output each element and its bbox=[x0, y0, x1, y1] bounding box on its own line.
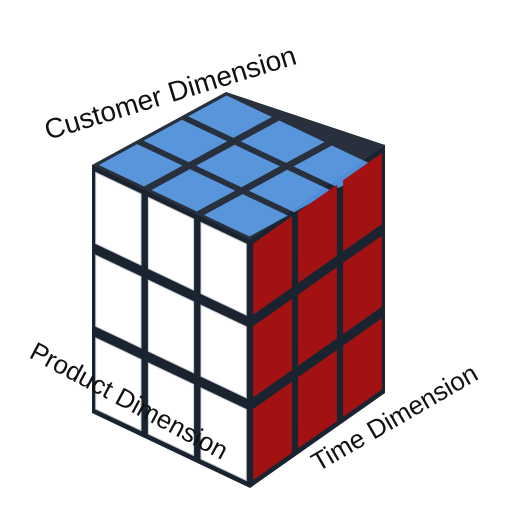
rubiks-cube bbox=[92, 92, 385, 488]
